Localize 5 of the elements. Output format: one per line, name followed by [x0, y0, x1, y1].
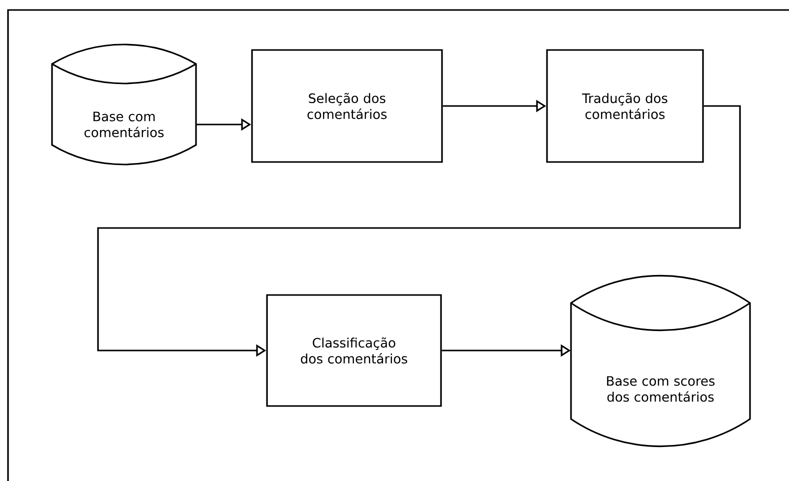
- database-cylinder: Base com scores dos comentários: [570, 274, 751, 448]
- database-cylinder: Base com comentários: [51, 44, 197, 166]
- process-box: Tradução dos comentários: [546, 49, 704, 163]
- process-box: Classificação dos comentários: [266, 294, 442, 407]
- process-box: Seleção dos comentários: [251, 49, 443, 163]
